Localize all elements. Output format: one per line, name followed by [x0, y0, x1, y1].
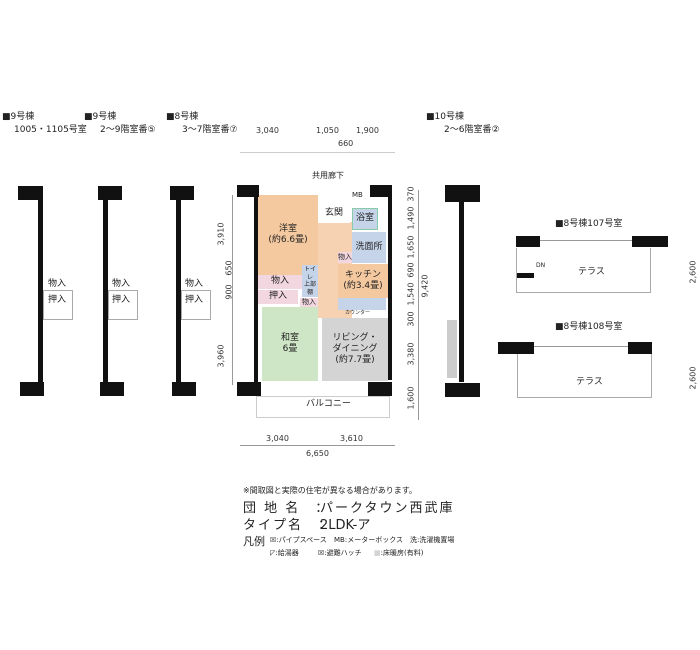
- storage-small: 物入: [338, 252, 352, 263]
- meter-box-label: MB: [352, 191, 363, 199]
- oshiire-closet: 押入: [258, 290, 298, 304]
- type-label: タイプ名 ：: [243, 518, 334, 533]
- dim-right: 1,600: [406, 386, 416, 410]
- legend-text: :避難ハッチ: [324, 549, 362, 557]
- dim-left: 3,960: [216, 344, 226, 368]
- legend-text: :給湯器: [275, 549, 299, 557]
- dim-right: 690: [406, 262, 416, 278]
- dim-right: 300: [406, 311, 416, 327]
- closet-label: 押入: [112, 295, 131, 305]
- legend-label: 凡例: [243, 535, 265, 548]
- unit-title: ■8号棟107号室: [555, 219, 623, 229]
- dim-right-total: 9,420: [420, 274, 430, 298]
- dim-right: 1,650: [406, 235, 416, 259]
- dim-left: 3,910: [216, 222, 226, 246]
- living-dining: リビング・ ダイニング (約7.7畳): [322, 318, 388, 381]
- legend-text: :パイプスペース: [276, 536, 327, 544]
- dim-right: 1,540: [406, 282, 416, 306]
- room-size: (約6.6畳): [268, 235, 308, 245]
- dim-top: 1,050: [316, 126, 339, 135]
- kitchen: キッチン (約3.4畳): [338, 264, 388, 298]
- dim-terrace: 2,600: [688, 260, 698, 284]
- terrace-label: テラス: [578, 267, 605, 277]
- building-heading: ■8号棟: [166, 112, 199, 122]
- bathroom: 浴室: [352, 208, 378, 230]
- legend-pipe-space: ☒:パイプスペース: [270, 536, 327, 544]
- dim-top: 3,040: [256, 126, 279, 135]
- dim-right: 3,380: [406, 342, 416, 366]
- room-name: 洋室: [278, 223, 297, 234]
- room-name: ダイニング: [332, 343, 378, 354]
- counter-label: カウンター: [345, 310, 371, 316]
- type-name: 2LDK-ア: [320, 518, 371, 533]
- terrace-label: テラス: [576, 377, 603, 387]
- kitchen-counter: [338, 298, 386, 310]
- building-subheading: 3～7階室番⑦: [182, 125, 238, 135]
- building-heading: ■10号棟: [426, 112, 464, 122]
- room-name: 和室: [280, 332, 299, 343]
- toilet-label: トイレ: [303, 266, 316, 281]
- legend-floor-heating: ▦:床暖房(有料): [374, 549, 424, 557]
- legend-washer: 洗:洗濯機置場: [410, 536, 455, 544]
- western-room: 洋室 (約6.6畳): [258, 195, 318, 275]
- storage-label: 物入: [48, 279, 67, 289]
- estate-label: 団 地 名 ：: [243, 501, 331, 516]
- dim-right: 1,490: [406, 206, 416, 230]
- dim-terrace: 2,600: [688, 366, 698, 390]
- dim-top: 1,900: [356, 126, 379, 135]
- storage-closet: 物入: [258, 275, 302, 289]
- room-size: (約3.4畳): [343, 281, 383, 291]
- unit-title: ■8号棟108号室: [555, 322, 623, 332]
- toilet-shelf-label: 上部棚: [303, 281, 316, 296]
- building-subheading: 2～9階室番⑤: [100, 125, 156, 135]
- legend-escape-hatch: ☒:避難ハッチ: [318, 549, 362, 557]
- dim-right: 370: [406, 186, 416, 202]
- japanese-room: 和室 6畳: [262, 307, 318, 381]
- room-name: キッチン: [344, 269, 381, 280]
- storage-closet: 物入: [300, 298, 318, 307]
- building-heading: ■9号棟: [2, 112, 35, 122]
- room-size: (約7.7畳): [335, 355, 375, 366]
- corridor-label: 共用廊下: [312, 171, 344, 180]
- room-size: 6畳: [282, 344, 298, 354]
- building-heading: ■9号棟: [84, 112, 117, 122]
- down-label: DN: [536, 262, 546, 269]
- storage-label: 物入: [112, 279, 131, 289]
- estate-name: パークタウン西武庫: [320, 501, 455, 516]
- entrance: 玄関: [318, 205, 350, 223]
- disclaimer-note: ※間取図と実際の住宅が異なる場合があります。: [243, 486, 417, 495]
- legend-water-heater: ◸:給湯器: [270, 549, 299, 557]
- closet-label: 押入: [185, 295, 204, 305]
- legend-text: :床暖房(有料): [380, 549, 424, 557]
- closet-label: 押入: [48, 295, 67, 305]
- legend-meter-box: MB:メーターボックス: [334, 536, 403, 544]
- room-name: リビング・: [332, 332, 378, 343]
- building-subheading: 2～6階室番②: [444, 125, 500, 135]
- dim-bottom: 3,040: [266, 434, 289, 443]
- balcony-label: バルコニー: [306, 399, 351, 409]
- dim-bottom-total: 6,650: [306, 449, 329, 458]
- dim-top2: 660: [338, 139, 354, 148]
- dim-bottom: 3,610: [340, 434, 363, 443]
- washroom: 洗面所: [352, 232, 386, 263]
- storage-label: 物入: [185, 279, 204, 289]
- toilet: トイレ 上部棚: [302, 265, 318, 297]
- building-subheading: 1005・1105号室: [14, 125, 87, 135]
